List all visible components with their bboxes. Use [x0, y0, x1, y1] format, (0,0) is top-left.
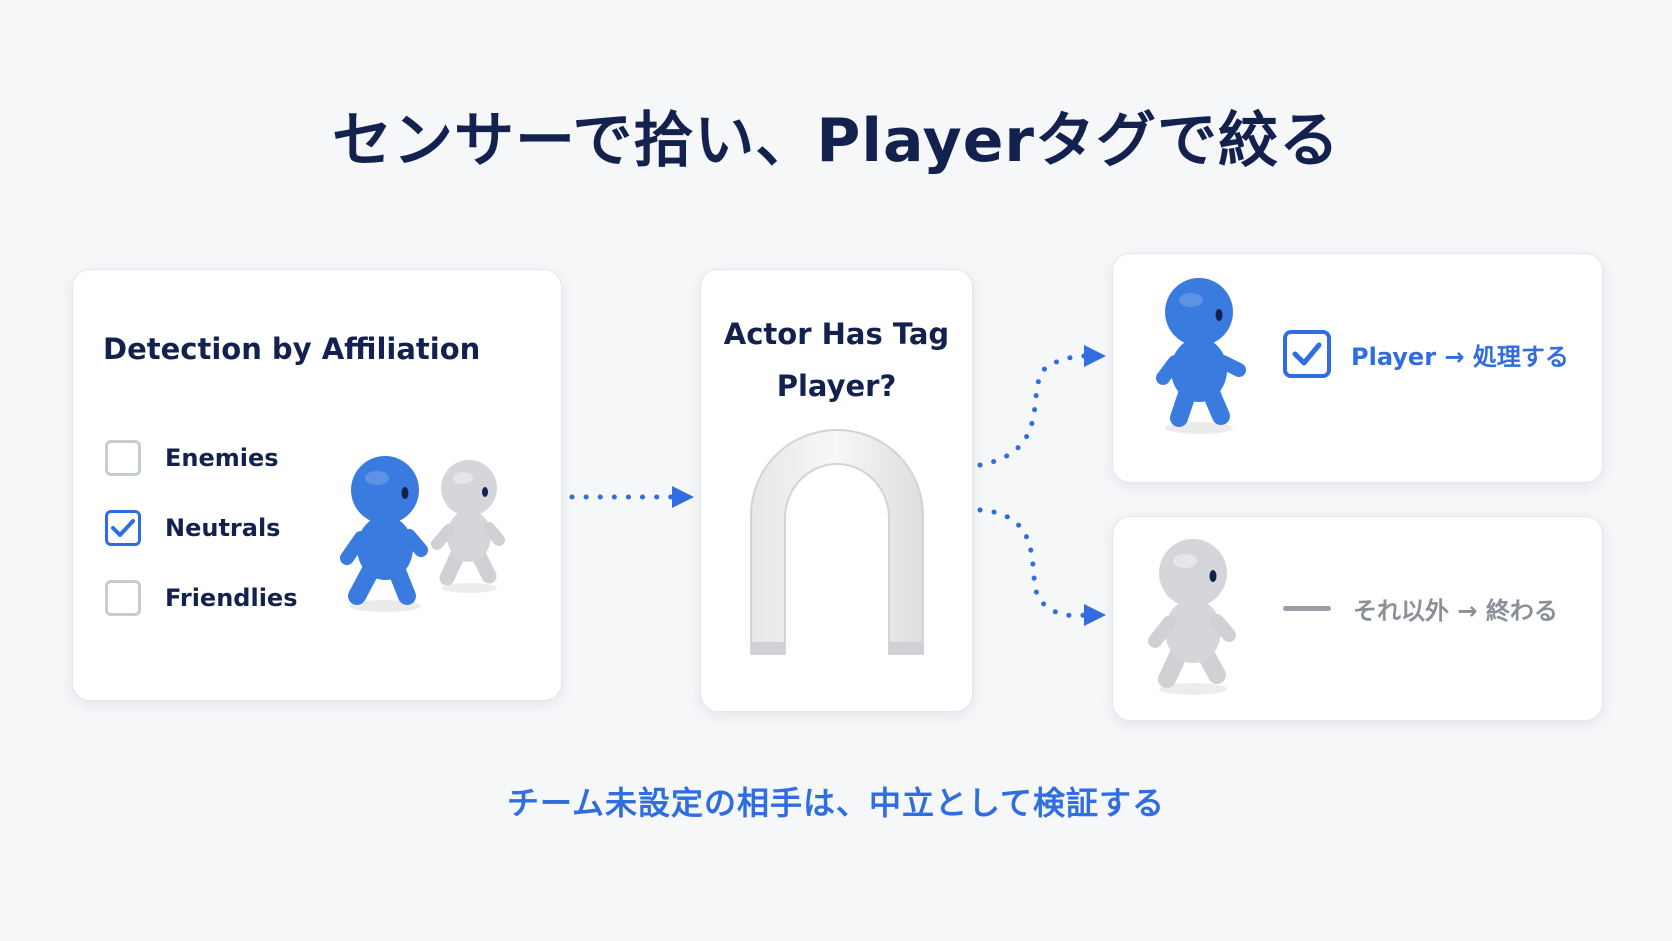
- arrow-tag-to-player: [977, 345, 1106, 468]
- tag-check-card: Actor Has Tag Player?: [700, 269, 973, 712]
- tag-check-line2: Player?: [776, 369, 897, 403]
- other-result-label: それ以外 → 終わる: [1353, 597, 1558, 625]
- checkmark-icon: [111, 519, 135, 537]
- option-neutrals[interactable]: Neutrals: [105, 508, 280, 548]
- blue-figure-icon: [340, 456, 428, 612]
- arrow-tag-to-other: [977, 507, 1106, 626]
- enemies-checkbox[interactable]: [105, 440, 141, 476]
- gray-figure-icon: [1148, 539, 1236, 695]
- player-result-label: Player → 処理する: [1351, 342, 1569, 371]
- page-title: センサーで拾い、Playerタグで絞る: [332, 106, 1340, 176]
- checkmark-icon: [1292, 342, 1322, 366]
- option-label: Friendlies: [165, 584, 298, 612]
- affiliation-card: Detection by Affiliation Enemies Neutral…: [72, 269, 562, 701]
- footer-note: チーム未設定の相手は、中立として検証する: [506, 784, 1166, 822]
- tag-check-heading: Actor Has Tag Player?: [701, 308, 972, 412]
- dash-icon: [1283, 606, 1331, 611]
- option-enemies[interactable]: Enemies: [105, 438, 279, 478]
- gray-figure-icon: [431, 460, 505, 593]
- tag-check-line1: Actor Has Tag: [723, 317, 950, 351]
- player-result-row: Player → 処理する: [1283, 330, 1569, 378]
- arrow-affiliation-to-tag: [569, 486, 694, 508]
- gate-arch-icon: [750, 428, 924, 655]
- other-result-row: それ以外 → 終わる: [1283, 591, 1558, 626]
- player-result-card: Player → 処理する: [1112, 253, 1603, 483]
- player-checkbox[interactable]: [1283, 330, 1331, 378]
- affiliation-heading: Detection by Affiliation: [103, 332, 481, 366]
- option-friendlies[interactable]: Friendlies: [105, 578, 297, 618]
- friendlies-checkbox[interactable]: [105, 580, 141, 616]
- option-label: Neutrals: [165, 514, 281, 542]
- other-result-card: それ以外 → 終わる: [1112, 516, 1603, 721]
- option-label: Enemies: [165, 444, 279, 472]
- blue-figure-icon: [1156, 278, 1246, 434]
- neutrals-checkbox[interactable]: [105, 510, 141, 546]
